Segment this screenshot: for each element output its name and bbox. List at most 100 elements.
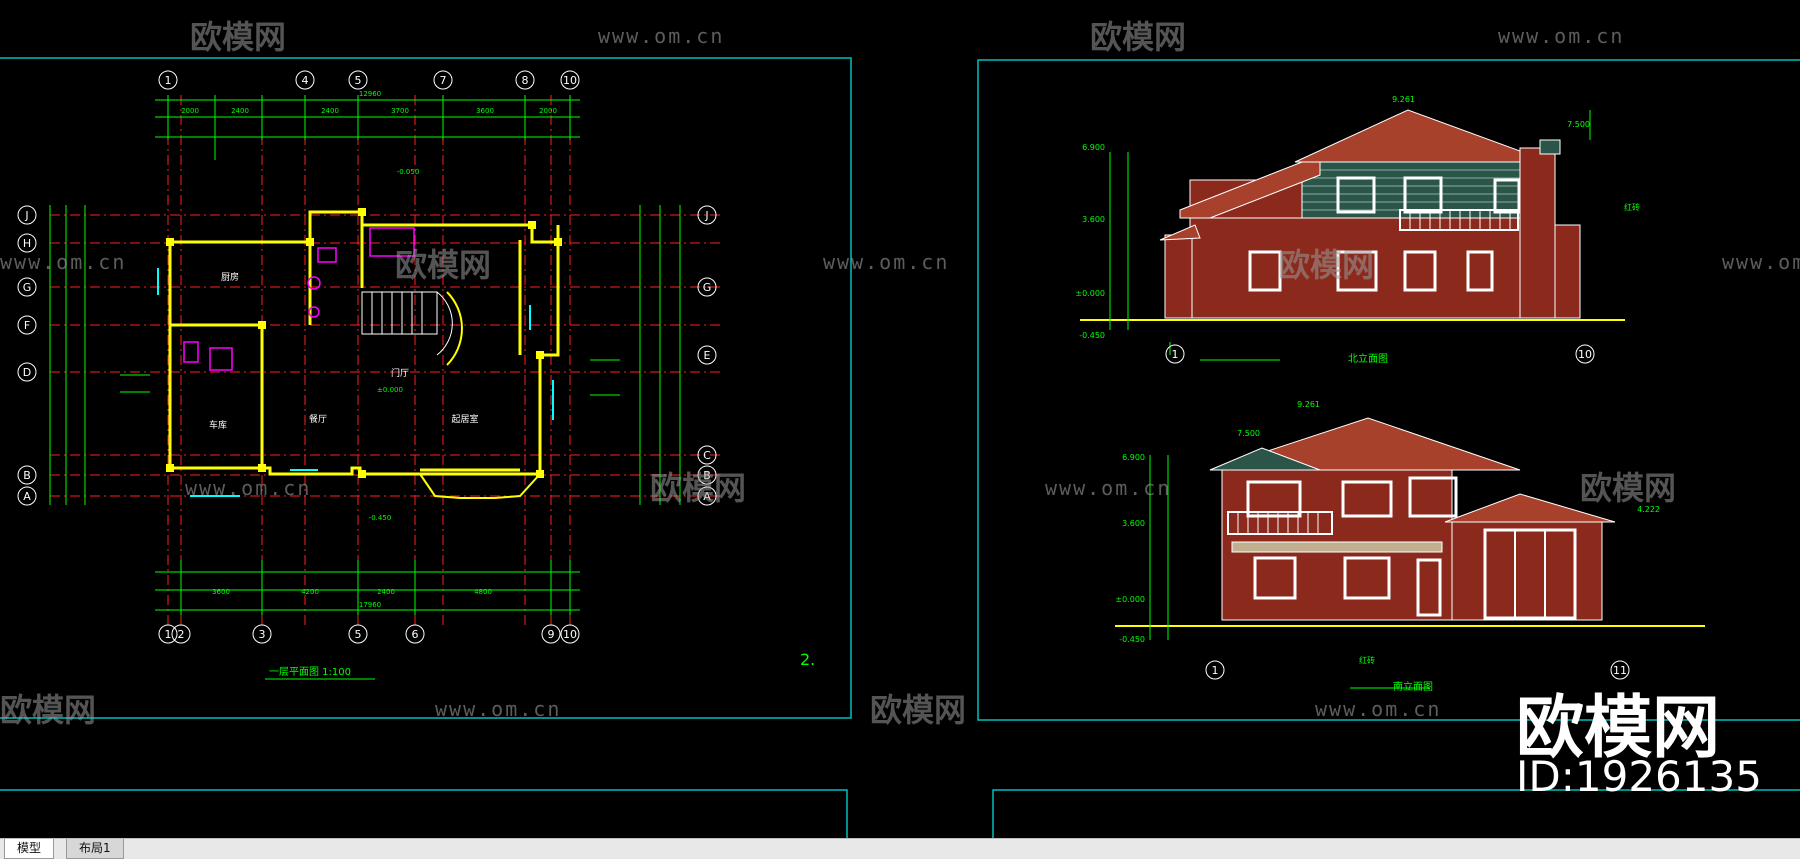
axis-top-7: 7 [440, 74, 447, 87]
bay-window [419, 473, 541, 499]
dim-bottom-2: 4200 [301, 588, 319, 596]
axis-left-B: B [23, 469, 31, 482]
north-material: 红砖 [1624, 202, 1640, 212]
south-axis-left: 1 [1212, 664, 1219, 677]
north-level-mid: 3.600 [1082, 215, 1105, 224]
walls [168, 210, 560, 476]
axis-left-D: D [23, 366, 31, 379]
axis-left-J: J [24, 209, 28, 222]
axis-bubbles [17, 70, 1630, 680]
axis-bottom-1: 1 [165, 628, 172, 641]
axis-right-E: E [704, 349, 711, 362]
axis-bottom-10: 10 [563, 628, 577, 641]
axis-right-G: G [703, 281, 712, 294]
floor-plan-title: 一层平面图 1:100 [269, 666, 351, 678]
brand-logo-large: 欧模网 [1516, 689, 1721, 768]
north-level-ground: ±0.000 [1075, 289, 1105, 298]
watermark-brand: 欧模网 [870, 691, 967, 729]
north-level-right: 7.500 [1567, 120, 1590, 129]
cad-drawing-canvas[interactable]: 1 4 5 7 8 10 1 2 3 5 6 9 10 J H G F D B … [0, 0, 1800, 838]
watermark-brand: 欧模网 [1580, 469, 1677, 507]
watermark-brand: 欧模网 [395, 246, 492, 284]
watermark-url: www.om.cn [1045, 476, 1172, 500]
axis-bottom-6: 6 [412, 628, 419, 641]
watermark-brand: 欧模网 [650, 469, 747, 507]
level-minus: -0.050 [397, 168, 420, 176]
dim-top-6: 2000 [539, 107, 557, 115]
watermark-brand: 欧模网 [0, 691, 97, 729]
elevation-zero: ±0.000 [377, 386, 403, 394]
watermark-url: www.om.cn [1722, 250, 1800, 274]
watermark-brand: 欧模网 [1278, 246, 1375, 284]
north-elevation [1080, 109, 1625, 361]
room-foyer: 门厅 [391, 367, 409, 379]
watermark-url: www.om.cn [435, 697, 562, 721]
room-dining: 餐厅 [309, 413, 327, 425]
tab-layout1[interactable]: 布局1 [66, 839, 124, 859]
south-elevation-title: 南立面图 [1393, 680, 1433, 693]
dim-top-1: 2000 [181, 107, 199, 115]
fixtures [183, 227, 415, 371]
south-level-left: 7.500 [1237, 429, 1260, 438]
south-level-top: 6.900 [1122, 453, 1145, 462]
north-elevation-title: 北立面图 [1348, 352, 1388, 365]
axis-right-A: A [703, 490, 711, 503]
axis-right-J: J [704, 209, 708, 222]
axis-bottom-2: 2 [178, 628, 185, 641]
watermark-url: www.om.cn [185, 476, 312, 500]
watermark-brand: 欧模网 [190, 18, 287, 56]
axis-bottom-3: 3 [259, 628, 266, 641]
room-kitchen: 厨房 [221, 271, 239, 283]
level-outdoor: -0.450 [369, 514, 392, 522]
south-level-right: 4.222 [1637, 505, 1660, 514]
columns [166, 208, 562, 478]
room-living: 起居室 [451, 413, 478, 425]
axis-bottom-9: 9 [548, 628, 555, 641]
axis-left-F: F [24, 319, 30, 332]
dim-bottom-4: 4800 [474, 588, 492, 596]
watermark-url: www.om.cn [0, 250, 127, 274]
south-elevation [1115, 417, 1705, 689]
south-axis-right: 11 [1613, 664, 1627, 677]
south-material: 红砖 [1359, 655, 1375, 665]
layout-frames [0, 57, 1800, 838]
south-level-outdoor: -0.450 [1119, 635, 1145, 644]
layout-tab-bar: 模型 布局1 [0, 838, 1800, 859]
stair [361, 291, 463, 366]
axis-left-G: G [23, 281, 32, 294]
sheet-number: 2. [800, 650, 815, 669]
watermark-url: www.om.cn [1315, 697, 1442, 721]
north-axis-right: 10 [1578, 348, 1592, 361]
dim-top-5: 3600 [476, 107, 494, 115]
tab-model[interactable]: 模型 [4, 839, 55, 859]
floor-plan [49, 95, 720, 625]
south-ridge: 9.261 [1297, 400, 1320, 409]
dim-top-4: 3700 [391, 107, 409, 115]
axis-top-5: 5 [355, 74, 362, 87]
dimension-lines [49, 95, 681, 615]
north-axis-left: 1 [1172, 348, 1179, 361]
dim-bottom-3: 2400 [377, 588, 395, 596]
south-level-mid: 3.600 [1122, 519, 1145, 528]
axis-right-C: C [703, 449, 711, 462]
dim-top-2: 2400 [231, 107, 249, 115]
axis-top-1: 1 [165, 74, 172, 87]
watermark-brand: 欧模网 [1090, 18, 1187, 56]
axis-right-B: B [703, 469, 711, 482]
south-level-ground: ±0.000 [1115, 595, 1145, 604]
axis-top-10: 10 [563, 74, 577, 87]
dim-total-bottom: 17960 [359, 601, 381, 609]
axis-top-4: 4 [302, 74, 309, 87]
watermark-url: www.om.cn [598, 24, 725, 48]
room-garage: 车库 [209, 419, 227, 431]
axis-top-8: 8 [522, 74, 529, 87]
dim-top-3: 2400 [321, 107, 339, 115]
windows [157, 268, 554, 499]
north-ridge: 9.261 [1392, 95, 1415, 104]
dim-total-top: 12960 [359, 90, 381, 98]
watermark-url: www.om.cn [1498, 24, 1625, 48]
dim-bottom-1: 3600 [212, 588, 230, 596]
id-label: ID:1926135 [1516, 752, 1762, 801]
axis-left-H: H [23, 237, 31, 250]
north-level-outdoor: -0.450 [1079, 331, 1105, 340]
